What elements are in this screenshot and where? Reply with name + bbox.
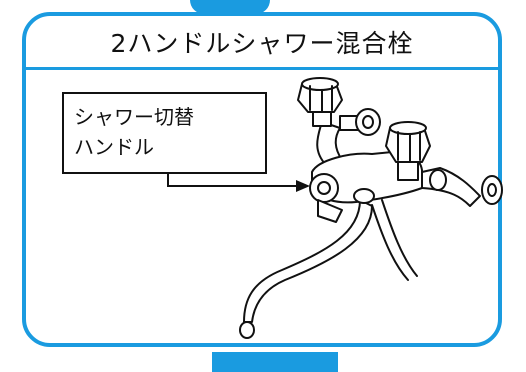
- callout-line-2: ハンドル: [74, 135, 154, 159]
- callout-line-1: シャワー切替: [74, 105, 194, 129]
- spout-outlet: [239, 321, 255, 339]
- top-tab-decoration: [190, 0, 270, 14]
- shower-switch-knob: [309, 173, 339, 203]
- switch-lever: [317, 199, 343, 223]
- card-header: 2ハンドルシャワー混合栓: [26, 16, 498, 70]
- callout-label-box: シャワー切替 ハンドル: [62, 92, 267, 174]
- callout-arrow-head: [296, 180, 310, 192]
- right-wall-flange: [481, 175, 503, 205]
- left-wall-flange: [355, 108, 381, 136]
- bottom-tab-decoration: [212, 352, 338, 372]
- shower-hose: [371, 204, 409, 281]
- callout-arrow-line: [167, 174, 298, 187]
- card-title: 2ハンドルシャワー混合栓: [110, 28, 414, 58]
- spout-pipe: [243, 199, 373, 323]
